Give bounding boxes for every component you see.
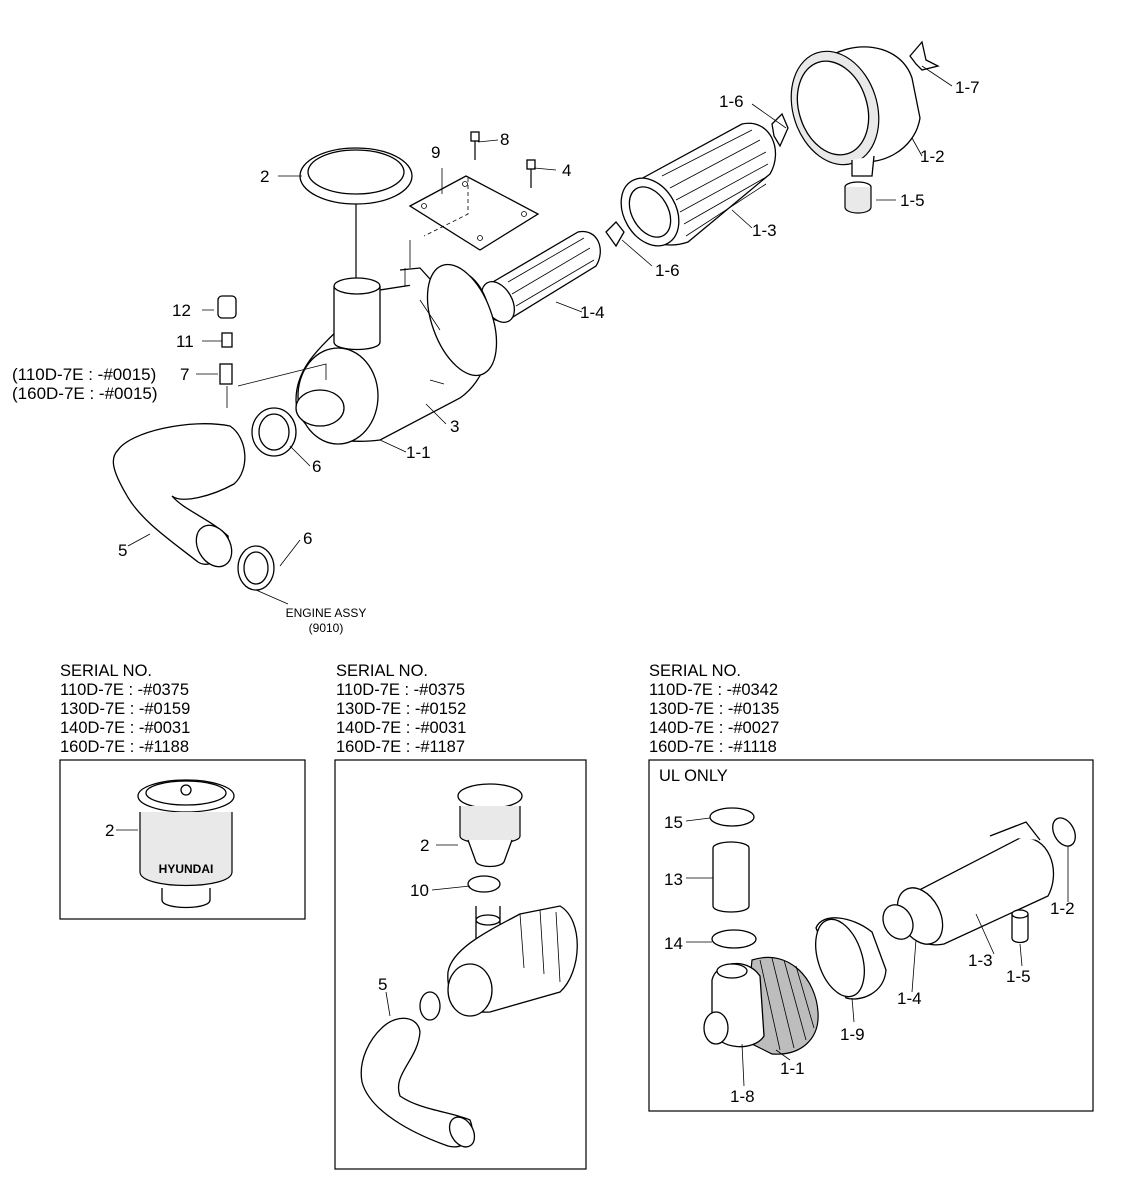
panel3-pipe-1-4-part (882, 904, 914, 940)
panel2-small-clamp-part (419, 991, 441, 1021)
engine-assy-label: ENGINE ASSY (286, 606, 367, 620)
callout-1-6-top: 1-6 (719, 92, 744, 111)
panel2-frame (334, 759, 587, 1170)
panel1-row4: 160D-7E : -#1188 (60, 738, 189, 756)
panel2-hose-part (360, 1017, 476, 1148)
panel1-callout-2: 2 (105, 821, 114, 840)
panel2-heading: SERIAL NO. (336, 662, 428, 680)
callout-2: 2 (260, 167, 269, 186)
panel3-cap-1-2-part (1052, 817, 1076, 847)
panel3-callout-1-3: 1-3 (968, 951, 993, 970)
bolt-4-part (526, 159, 536, 188)
panel3-callout-1-9: 1-9 (840, 1025, 865, 1044)
panel2-row4: 160D-7E : -#1187 (336, 738, 465, 756)
panel3-clamp-15-part (709, 807, 755, 827)
callout-1-7: 1-7 (955, 78, 980, 97)
intake-hose-part (112, 423, 246, 568)
panel1-row3: 140D-7E : -#0031 (60, 719, 190, 737)
wing-nut-lower-part (605, 221, 625, 248)
engine-assy-code: (9010) (309, 621, 344, 635)
hose-clamp-lower-part (237, 545, 275, 591)
callout-7: 7 (180, 365, 189, 384)
panel3-element-1-3-part (896, 821, 1055, 946)
callout-1-6-mid: 1-6 (655, 261, 680, 280)
callout-1-3: 1-3 (752, 221, 777, 240)
rain-cap-part (299, 147, 413, 278)
vacuator-valve-part (844, 181, 872, 214)
panel3-clamp-14-part (711, 929, 757, 949)
panel3-row3: 140D-7E : -#0027 (649, 719, 779, 737)
wing-nut-part (909, 40, 940, 71)
serial-note-line2: (160D-7E : -#0015) (12, 384, 158, 403)
panel1-heading: SERIAL NO. (60, 662, 152, 680)
fitting-part (219, 363, 233, 385)
callout-1-5: 1-5 (900, 191, 925, 210)
callout-12: 12 (172, 301, 191, 320)
panel3-row4: 160D-7E : -#1118 (649, 738, 777, 756)
air-cleaner-body-part (295, 263, 498, 445)
callout-6-top: 6 (312, 457, 321, 476)
panel3-row1: 110D-7E : -#0342 (649, 681, 778, 699)
panel2-row3: 140D-7E : -#0031 (336, 719, 466, 737)
panel3-frame (648, 759, 1094, 1112)
panel3-heading: SERIAL NO. (649, 662, 741, 680)
serial-note-line1: (110D-7E : -#0015) (12, 365, 156, 384)
panel3-callout-1-1: 1-1 (780, 1059, 805, 1078)
callout-11: 11 (176, 332, 194, 351)
callout-8: 8 (500, 130, 509, 149)
panel2-callout-10: 10 (410, 881, 429, 900)
panel3-hose-13-part (712, 841, 750, 913)
callout-5: 5 (118, 541, 127, 560)
bolt-8-part (470, 131, 480, 160)
brand-text: HYUNDAI (159, 862, 214, 876)
mounting-bracket-part (408, 175, 540, 251)
panel2-clamp-part (467, 875, 501, 893)
panel1-frame (59, 759, 306, 920)
panel3-callout-1-4: 1-4 (897, 989, 922, 1008)
callout-1-1: 1-1 (406, 443, 431, 462)
panel2-row1: 110D-7E : -#0375 (336, 681, 465, 699)
panel3-row2: 130D-7E : -#0135 (649, 700, 779, 718)
wing-nut-upper-part (771, 112, 789, 148)
panel3-callout-1-2: 1-2 (1050, 899, 1075, 918)
callout-3: 3 (450, 417, 459, 436)
panel1-row2: 130D-7E : -#0159 (60, 700, 190, 718)
panel2-body-part (447, 905, 578, 1017)
panel3-callout-13: 13 (664, 870, 683, 889)
panel3-valve-1-5-part (1011, 909, 1029, 944)
panel2-precleaner-part (457, 783, 523, 868)
callout-4: 4 (562, 161, 571, 180)
panel3-callout-1-8: 1-8 (730, 1087, 755, 1106)
panel3-callout-1-5: 1-5 (1006, 967, 1031, 986)
end-cover-part (790, 46, 921, 177)
callout-1-4: 1-4 (580, 303, 605, 322)
precleaner-part: HYUNDAI (137, 779, 235, 909)
panel3-callout-14: 14 (664, 934, 683, 953)
panel2-row2: 130D-7E : -#0152 (336, 700, 466, 718)
callout-6-bottom: 6 (303, 529, 312, 548)
callout-1-2: 1-2 (920, 147, 945, 166)
callout-9: 9 (431, 143, 440, 162)
hose-clamp-upper-part (251, 407, 297, 457)
panel3-body-1-1-part (703, 956, 819, 1055)
outer-element-part (620, 122, 777, 247)
adapter-part (221, 332, 233, 348)
panel2-callout-2: 2 (420, 836, 429, 855)
panel3-band-1-9-part (815, 917, 887, 1000)
panel2-callout-5: 5 (378, 975, 387, 994)
panel1-row1: 110D-7E : -#0375 (60, 681, 189, 699)
indicator-cap-part (217, 295, 237, 319)
panel3-box-title: UL ONLY (659, 767, 728, 785)
panel3-callout-15: 15 (664, 813, 683, 832)
